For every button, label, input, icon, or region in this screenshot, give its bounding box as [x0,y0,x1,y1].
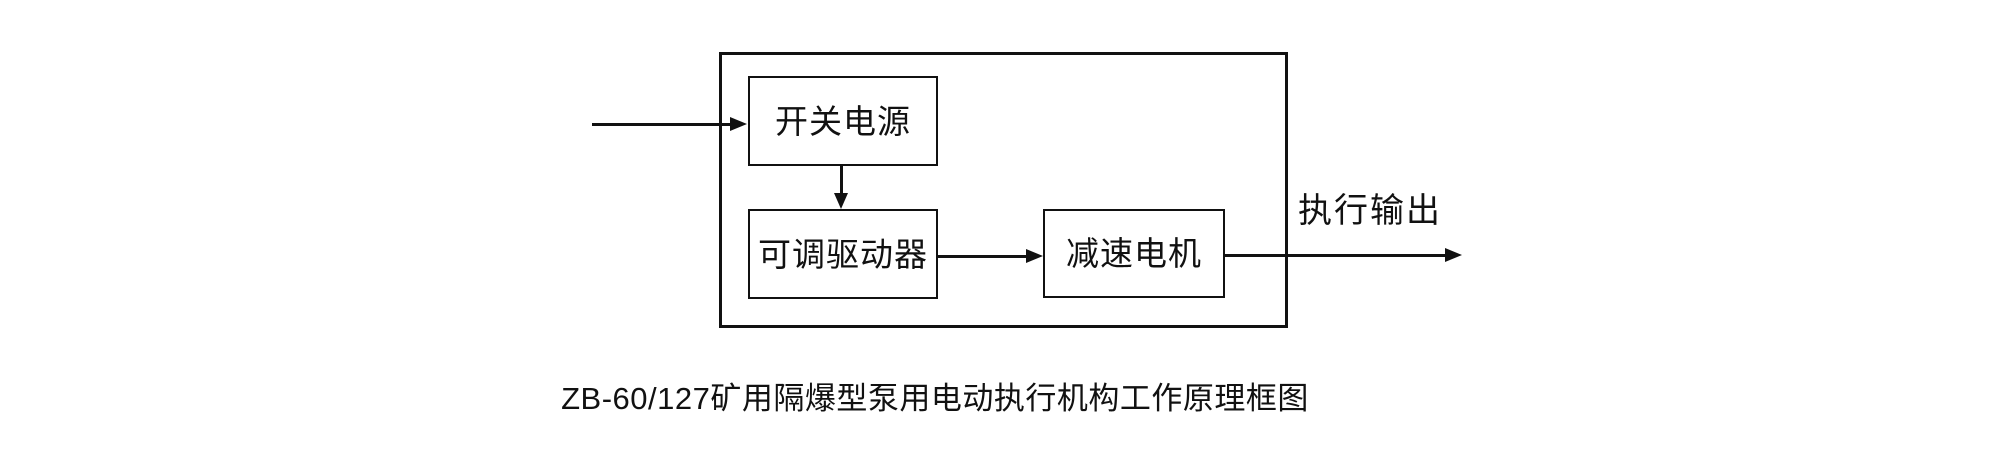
power-supply-block: 开关电源 [748,76,938,166]
input-arrowhead-icon [730,117,747,131]
enclosure-box [719,52,1288,328]
motor-label: 减速电机 [1066,235,1202,272]
driver-to-motor-arrow-line [938,255,1028,258]
caption: ZB-60/127矿用隔爆型泵用电动执行机构工作原理框图 [561,381,1309,416]
driver-block: 可调驱动器 [748,209,938,299]
output-arrow-line [1224,254,1446,257]
driver-to-motor-arrowhead-icon [1026,249,1043,263]
motor-block: 减速电机 [1043,209,1225,298]
output-arrowhead-icon [1445,248,1462,262]
power-to-driver-arrowhead-icon [834,193,848,209]
power-supply-label: 开关电源 [775,102,911,140]
output-label: 执行输出 [1298,192,1442,230]
input-arrow-line [592,123,733,126]
driver-label: 可调驱动器 [758,235,928,273]
power-to-driver-arrow-line [840,166,843,195]
